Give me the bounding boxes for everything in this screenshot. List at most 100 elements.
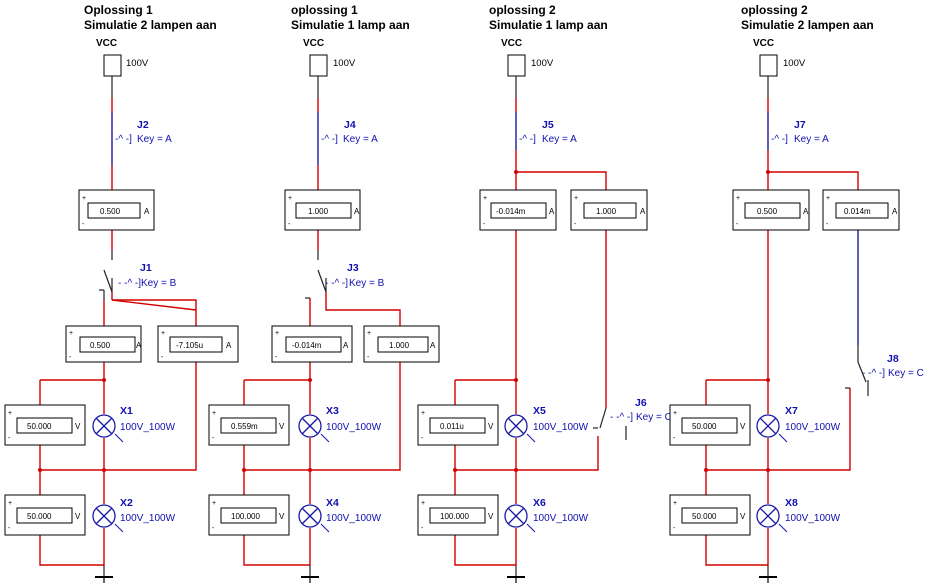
switch-j3[interactable]: J3 - -^ -] Key = B [305,262,385,299]
voltmeter-lamp1[interactable]: + - 0.011u V [417,404,499,446]
voltmeter-lamp2[interactable]: + - 100.000 V [208,494,290,536]
meter-reading: -7.105u [176,341,203,350]
ammeter-top-left[interactable]: + - 0.500 A [732,189,810,231]
switch-j8[interactable]: J8 - -^ -] Key = C [845,353,924,396]
svg-text:-^ -]: -^ -] [321,134,338,145]
vcc-source[interactable] [103,54,122,77]
svg-text:+: + [69,330,73,337]
ammeter-top-right[interactable]: + - 1.000 A [570,189,648,231]
ammeter-mid-left[interactable]: + - 0.500 A [65,325,142,363]
switch-name: J7 [794,119,806,131]
lamp-x1[interactable]: X1 100V_100W [92,405,176,443]
circuit-title: oplossing 1 [291,3,358,17]
switch-j1[interactable]: J1 - -^ -] Key = B [99,262,177,293]
ammeter-mid-right[interactable]: + - -7.105u A [157,325,239,363]
svg-text:A: A [640,207,646,216]
switch-key: Key = C [636,412,672,423]
lamp-x8[interactable]: X8 100V_100W [756,497,841,533]
svg-text:+: + [483,195,487,202]
lamp-x3[interactable]: X3 100V_100W [298,405,382,443]
switch-name: J1 [140,262,152,274]
svg-text:- -^ -]: - -^ -] [325,278,348,289]
lamp-icon [756,414,788,443]
ammeter-mid-left[interactable]: + - -0.014m A [271,325,353,363]
svg-text:+: + [8,410,12,417]
lamp-name: X6 [533,497,546,509]
lamp-x7[interactable]: X7 100V_100W [756,405,841,443]
vcc-source[interactable] [507,54,526,77]
lamp-name: X8 [785,497,798,509]
svg-text:-^ -]: -^ -] [519,134,536,145]
lamp-icon [756,504,788,533]
svg-text:+: + [673,500,677,507]
meter-reading: 50.000 [27,512,52,521]
svg-text:+: + [736,195,740,202]
ammeter-top[interactable]: + - 1.000 A [284,189,361,231]
circuit-1: Oplossing 1 Simulatie 2 lampen aan VCC 1… [4,3,239,584]
svg-text:V: V [740,422,746,431]
meter-reading: -0.014m [496,207,526,216]
svg-text:-: - [483,221,486,228]
voltmeter-lamp1[interactable]: + - 0.559m V [208,404,290,446]
ammeter-top[interactable]: + - 0.500 A [78,189,155,231]
lamp-name: X2 [120,497,133,509]
svg-text:A: A [892,207,898,216]
circuit-title: oplossing 2 [489,3,556,17]
svg-text:A: A [549,207,555,216]
svg-text:+: + [161,330,165,337]
lamp-x5[interactable]: X5 100V_100W [504,405,589,443]
lamp-rating: 100V_100W [326,422,382,433]
vcc-source[interactable] [309,54,328,77]
switch-j5[interactable]: J5 -^ -] Key = A [519,119,577,145]
ammeter-top-left[interactable]: + - -0.014m A [479,189,557,231]
switch-name: J2 [137,119,149,131]
ammeter-top-right[interactable]: + - 0.014m A [822,189,900,231]
meter-reading: 0.500 [100,207,121,216]
meter-reading: -0.014m [292,341,322,350]
switch-key: Key = A [343,134,378,145]
svg-text:A: A [803,207,809,216]
switch-key: Key = A [137,134,172,145]
voltmeter-lamp2[interactable]: + - 50.000 V [669,494,751,536]
lamp-icon [504,504,536,533]
meter-reading: 0.011u [440,422,464,431]
voltmeter-lamp2[interactable]: + - 100.000 V [417,494,499,536]
lamp-icon [92,504,124,533]
svg-text:-: - [212,435,215,442]
svg-text:V: V [75,512,81,521]
svg-text:-: - [69,354,72,361]
svg-text:A: A [226,341,232,350]
meter-reading: 1.000 [596,207,617,216]
switch-j7[interactable]: J7 -^ -] Key = A [771,119,829,145]
svg-text:-: - [421,435,424,442]
svg-text:-: - [8,525,11,532]
lamp-name: X7 [785,405,798,417]
svg-text:-: - [826,221,829,228]
vcc-label: VCC [753,38,774,49]
voltmeter-lamp1[interactable]: + - 50.000 V [669,404,751,446]
lamp-x2[interactable]: X2 100V_100W [92,497,176,533]
switch-key: Key = B [349,278,385,289]
vcc-value: 100V [126,58,149,69]
svg-text:A: A [144,207,150,216]
meter-reading: 0.559m [231,422,258,431]
svg-text:+: + [421,410,425,417]
vcc-source[interactable] [759,54,778,77]
switch-j4[interactable]: J4 -^ -] Key = A [321,119,378,145]
circuit-4: oplossing 2 Simulatie 2 lampen aan VCC 1… [669,3,924,584]
lamp-x4[interactable]: X4 100V_100W [298,497,382,533]
voltmeter-lamp2[interactable]: + - 50.000 V [4,494,86,536]
svg-text:+: + [275,330,279,337]
lamp-rating: 100V_100W [326,513,382,524]
switch-j6[interactable]: J6 - -^ -] Key = C [593,397,672,440]
svg-text:V: V [740,512,746,521]
vcc-label: VCC [303,38,324,49]
voltmeter-lamp1[interactable]: + - 50.000 V [4,404,86,446]
meter-reading: 1.000 [308,207,329,216]
lamp-x6[interactable]: X6 100V_100W [504,497,589,533]
svg-text:+: + [367,330,371,337]
svg-text:+: + [82,195,86,202]
ammeter-mid-right[interactable]: + - 1.000 A [363,325,440,363]
switch-j2[interactable]: J2 -^ -] Key = A [115,119,172,145]
lamp-rating: 100V_100W [785,513,841,524]
